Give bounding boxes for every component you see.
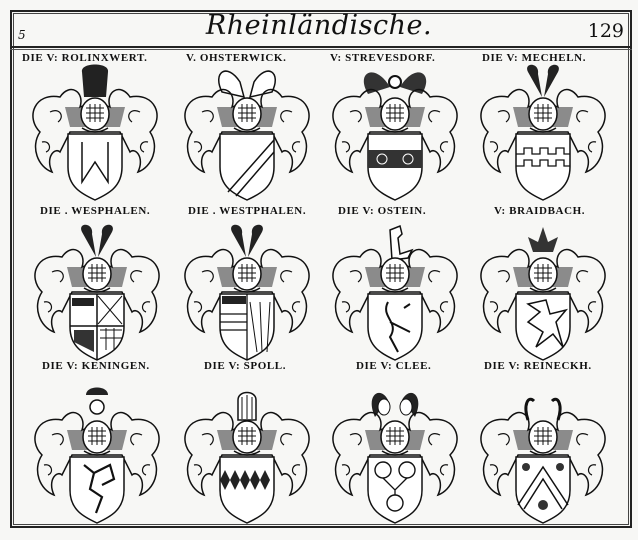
- page-title: Rheinländische.: [205, 10, 433, 41]
- crest-label: DIE V: OSTEIN.: [338, 205, 427, 217]
- coat-of-arms-wesphalen: [22, 222, 172, 362]
- coat-of-arms-ohsterwick: [172, 62, 322, 202]
- signature-mark: 5: [18, 28, 26, 42]
- coat-of-arms-ostein: [320, 222, 470, 362]
- coat-of-arms-westphalen: [172, 222, 322, 362]
- coat-of-arms-clee: [320, 385, 470, 525]
- coat-of-arms-rolinxwert: [20, 62, 170, 202]
- coat-of-arms-reineckh: [468, 385, 618, 525]
- page-border-inner: [13, 13, 629, 525]
- crest-label: DIE V: ROLINXWERT.: [22, 52, 148, 64]
- coat-of-arms-keningen: [22, 385, 172, 525]
- crest-label: DIE . WESTPHALEN.: [188, 205, 307, 217]
- coat-of-arms-braidbach: [468, 222, 618, 362]
- crest-label: DIE V: KENINGEN.: [42, 360, 150, 372]
- coat-of-arms-mecheln: [468, 62, 618, 202]
- crest-label: DIE V: REINECKH.: [484, 360, 592, 372]
- crest-label: V. OHSTERWICK.: [186, 52, 287, 64]
- page-number: 129: [587, 20, 624, 42]
- header-rule-thin: [10, 49, 632, 50]
- header-rule: [10, 46, 632, 48]
- coat-of-arms-strevesdorf: [320, 62, 470, 202]
- coat-of-arms-spoll: [172, 385, 322, 525]
- crest-label: DIE V: MECHELN.: [482, 52, 587, 64]
- crest-label: V: STREVESDORF.: [330, 52, 436, 64]
- crest-label: DIE V: CLEE.: [356, 360, 432, 372]
- crest-label: DIE . WESPHALEN.: [40, 205, 151, 217]
- crest-label: V: BRAIDBACH.: [494, 205, 586, 217]
- page-border: [10, 10, 632, 528]
- crest-label: DIE V: SPOLL.: [204, 360, 287, 372]
